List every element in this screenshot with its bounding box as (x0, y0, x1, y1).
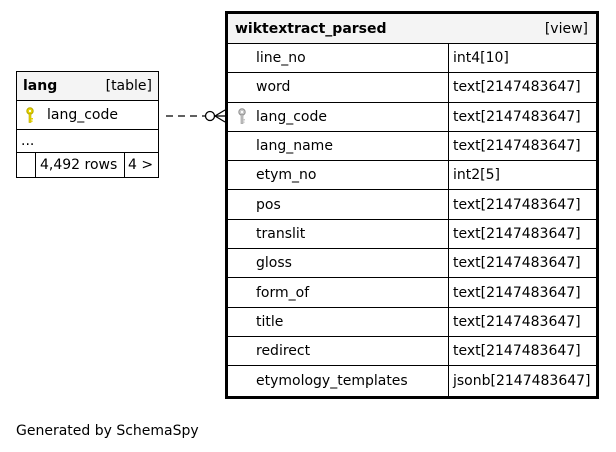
column-type: text[2147483647] (453, 313, 581, 330)
column-name-cell: lang_code (228, 102, 449, 131)
column-name: title (256, 313, 284, 330)
column-type: int4[10] (453, 50, 509, 67)
column-name: translit (256, 225, 306, 242)
column-name-cell: etym_no (228, 161, 449, 190)
column-name-cell: line_no (228, 44, 449, 73)
column-type: int2[5] (453, 167, 500, 184)
lang-column-name: lang_code (47, 107, 118, 123)
column-row-gloss[interactable]: gloss text[2147483647] (228, 249, 596, 279)
column-name-cell: pos (228, 190, 449, 219)
lang-table[interactable]: lang [table] lang_code ... 4,492 rows 4 … (16, 71, 159, 178)
column-row-form-of[interactable]: form_of text[2147483647] (228, 278, 596, 308)
column-row-line-no[interactable]: line_no int4[10] (228, 44, 596, 74)
column-name: form_of (256, 284, 310, 301)
column-name: lang_code (256, 108, 327, 125)
column-name: pos (256, 196, 281, 213)
column-type: text[2147483647] (453, 225, 581, 242)
column-row-title[interactable]: title text[2147483647] (228, 307, 596, 337)
column-type: text[2147483647] (453, 284, 581, 301)
wik-table-header[interactable]: wiktextract_parsed [view] (228, 14, 596, 44)
column-name-cell: translit (228, 219, 449, 249)
column-row-lang-code[interactable]: lang_code text[2147483647] (228, 102, 596, 132)
column-row-word[interactable]: word text[2147483647] (228, 73, 596, 103)
column-name: word (256, 79, 291, 96)
primary-key-icon (25, 106, 47, 124)
ellipsis-text: ... (21, 133, 35, 149)
column-name: etymology_templates (256, 372, 408, 389)
wiktextract-parsed-view[interactable]: wiktextract_parsed [view] line_no int4[10… (225, 11, 599, 399)
column-name: lang_name (256, 138, 333, 155)
column-name: line_no (256, 50, 306, 67)
column-name-cell: title (228, 307, 449, 336)
parents-cell (17, 153, 36, 177)
column-name-cell: form_of (228, 278, 449, 307)
column-row-etymology-templates[interactable]: etymology_templates jsonb[2147483647] (228, 366, 596, 396)
column-type: text[2147483647] (453, 79, 581, 96)
lang-column-row[interactable]: lang_code (17, 101, 158, 130)
wik-table-name[interactable]: wiktextract_parsed (235, 20, 387, 37)
column-type: text[2147483647] (453, 196, 581, 213)
column-type: text[2147483647] (453, 108, 581, 125)
lang-table-footer: 4,492 rows 4 > (17, 153, 158, 177)
column-name: redirect (256, 343, 311, 360)
column-name-cell: word (228, 73, 449, 102)
more-columns-ellipsis: ... (17, 130, 158, 153)
column-name-cell: etymology_templates (228, 366, 449, 396)
row-count: 4,492 rows (36, 153, 125, 177)
column-type: text[2147483647] (453, 255, 581, 272)
column-name-cell: gloss (228, 249, 449, 278)
column-row-translit[interactable]: translit text[2147483647] (228, 219, 596, 250)
generated-by-text: Generated by SchemaSpy (16, 423, 199, 439)
column-type: text[2147483647] (453, 138, 581, 155)
zero-optional-marker (204, 110, 216, 122)
wik-table-kind: [view] (544, 20, 588, 37)
column-type: jsonb[2147483647] (453, 372, 591, 389)
crows-foot-upper (214, 109, 226, 117)
foreign-key-icon (237, 108, 256, 125)
column-type: text[2147483647] (453, 343, 581, 360)
column-row-redirect[interactable]: redirect text[2147483647] (228, 336, 596, 367)
crows-foot-lower (214, 115, 226, 123)
lang-table-kind: [table] (105, 78, 152, 94)
column-name-cell: redirect (228, 336, 449, 366)
column-row-pos[interactable]: pos text[2147483647] (228, 190, 596, 220)
column-row-lang-name[interactable]: lang_name text[2147483647] (228, 131, 596, 162)
column-name: etym_no (256, 167, 317, 184)
lang-table-name[interactable]: lang (23, 78, 58, 94)
column-row-etym-no[interactable]: etym_no int2[5] (228, 161, 596, 191)
column-name: gloss (256, 255, 292, 272)
column-name-cell: lang_name (228, 131, 449, 161)
children-count[interactable]: 4 > (128, 157, 154, 173)
lang-table-header[interactable]: lang [table] (17, 72, 158, 101)
